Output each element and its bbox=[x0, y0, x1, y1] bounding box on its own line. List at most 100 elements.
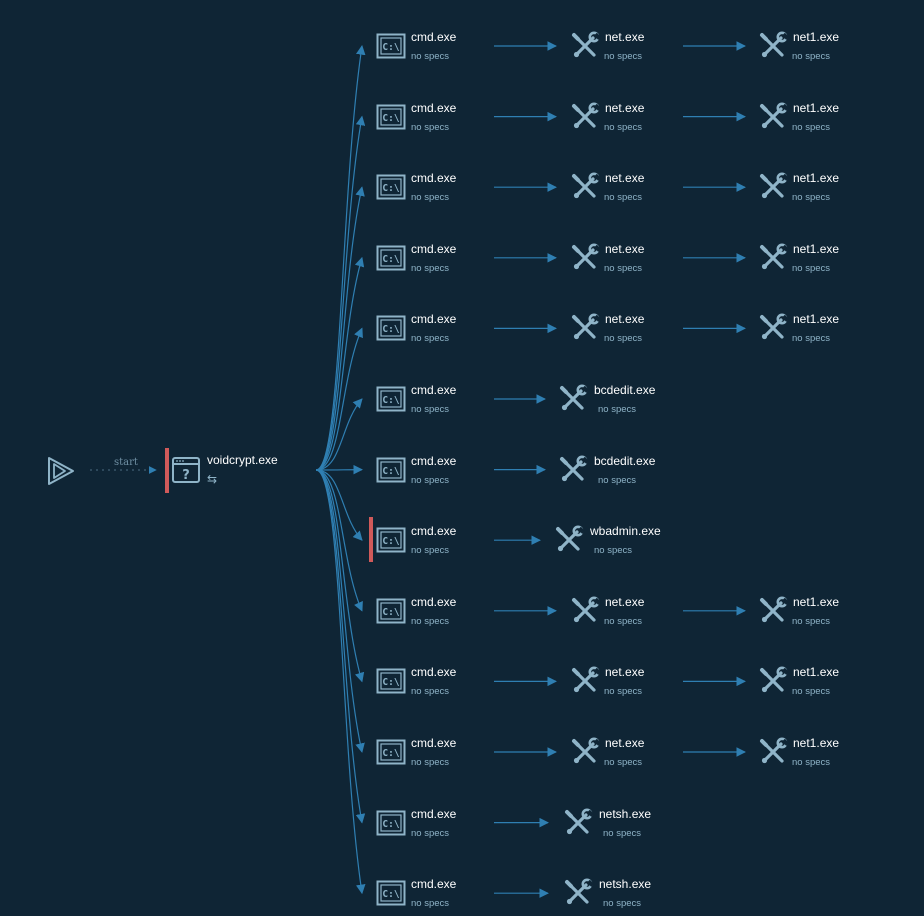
process-specs: no specs bbox=[411, 757, 450, 768]
process-name: cmd.exe bbox=[411, 877, 457, 892]
process-specs: no specs bbox=[411, 192, 450, 204]
process-specs: no specs bbox=[411, 51, 450, 62]
cmd-icon: C:\ bbox=[376, 739, 406, 765]
process-specs: no specs bbox=[792, 262, 831, 274]
process-name: cmd.exe bbox=[411, 665, 457, 680]
process-specs: no specs bbox=[604, 333, 643, 345]
process-name: net1.exe bbox=[793, 100, 840, 115]
process-name: cmd.exe bbox=[411, 171, 457, 186]
spawn-edge bbox=[315, 469, 365, 753]
process-specs: no specs bbox=[411, 474, 450, 486]
process-name: cmd.exe bbox=[411, 594, 457, 609]
cmd-icon: C:\ bbox=[376, 386, 406, 412]
process-specs: no specs bbox=[792, 51, 831, 62]
process-name: cmd.exe bbox=[411, 383, 457, 397]
process-name: bcdedit.exe bbox=[594, 453, 656, 468]
svg-text:C:\: C:\ bbox=[382, 748, 399, 759]
spawn-edge bbox=[315, 469, 363, 541]
tools-icon bbox=[758, 102, 788, 132]
process-specs: no specs bbox=[792, 686, 831, 698]
cmd-icon: C:\ bbox=[376, 598, 406, 624]
alert-flag bbox=[369, 517, 373, 563]
process-name: net1.exe bbox=[793, 171, 840, 186]
spawn-edge bbox=[315, 115, 366, 471]
process-specs: no specs bbox=[411, 898, 450, 910]
unknown-window-icon: ? bbox=[171, 456, 201, 484]
svg-text:C:\: C:\ bbox=[382, 183, 399, 194]
process-name: net.exe bbox=[605, 100, 645, 115]
tools-icon bbox=[758, 31, 788, 61]
alert-flag bbox=[165, 448, 169, 493]
tools-icon bbox=[758, 666, 788, 696]
tools-icon bbox=[570, 596, 600, 626]
process-name: net.exe bbox=[605, 30, 645, 44]
svg-text:C:\: C:\ bbox=[382, 889, 399, 900]
process-name: voidcrypt.exe bbox=[207, 453, 278, 467]
svg-text:C:\: C:\ bbox=[382, 254, 399, 265]
spawn-edge bbox=[315, 469, 363, 612]
process-name: wbadmin.exe bbox=[590, 524, 661, 539]
tools-icon bbox=[570, 102, 600, 132]
cmd-icon: C:\ bbox=[376, 315, 406, 341]
tools-icon bbox=[758, 243, 788, 273]
cmd-icon: C:\ bbox=[376, 668, 406, 694]
process-name: netsh.exe bbox=[599, 877, 652, 892]
tools-icon bbox=[558, 384, 588, 414]
svg-text:C:\: C:\ bbox=[382, 677, 399, 688]
process-name: net.exe bbox=[605, 665, 645, 680]
swap-icon: ⇆ bbox=[207, 472, 218, 486]
svg-text:C:\: C:\ bbox=[382, 113, 399, 124]
process-name: cmd.exe bbox=[411, 806, 457, 821]
process-specs: no specs bbox=[604, 192, 643, 204]
process-name: net1.exe bbox=[793, 241, 840, 256]
process-name: cmd.exe bbox=[411, 100, 457, 115]
process-specs: no specs bbox=[411, 121, 450, 133]
tools-icon bbox=[758, 172, 788, 202]
process-specs: no specs bbox=[604, 262, 643, 274]
play-icon bbox=[48, 457, 74, 485]
process-name: net.exe bbox=[605, 594, 645, 609]
process-specs: no specs bbox=[411, 404, 450, 415]
process-specs: no specs bbox=[604, 615, 643, 627]
process-name: cmd.exe bbox=[411, 312, 457, 327]
start-node[interactable] bbox=[44, 455, 76, 487]
process-name: net1.exe bbox=[793, 594, 840, 609]
svg-text:C:\: C:\ bbox=[382, 536, 399, 547]
process-specs: no specs bbox=[411, 262, 450, 274]
tools-icon bbox=[570, 31, 600, 61]
process-name: cmd.exe bbox=[411, 524, 457, 539]
svg-text:C:\: C:\ bbox=[382, 466, 399, 477]
process-name: net.exe bbox=[605, 312, 645, 327]
svg-text:?: ? bbox=[182, 468, 190, 483]
tools-icon bbox=[558, 455, 588, 485]
process-name: cmd.exe bbox=[411, 453, 457, 468]
spawn-edge bbox=[315, 256, 365, 471]
process-specs: no specs bbox=[792, 192, 831, 204]
process-specs: no specs bbox=[603, 827, 642, 839]
spawn-edge bbox=[315, 469, 366, 895]
spawn-edge bbox=[315, 327, 363, 471]
process-name: net1.exe bbox=[793, 736, 840, 750]
svg-text:C:\: C:\ bbox=[382, 395, 399, 406]
tools-icon bbox=[570, 172, 600, 202]
tools-icon bbox=[758, 737, 788, 767]
root-process-node[interactable]: ? voidcrypt.exe ⇆ bbox=[164, 448, 284, 494]
process-name: net.exe bbox=[605, 736, 645, 750]
tools-icon bbox=[563, 808, 593, 838]
cmd-icon: C:\ bbox=[376, 457, 406, 483]
process-specs: no specs bbox=[411, 545, 450, 557]
process-specs: no specs bbox=[411, 615, 450, 627]
process-name: bcdedit.exe bbox=[594, 383, 656, 397]
start-label: start bbox=[114, 457, 138, 468]
process-specs: no specs bbox=[598, 404, 637, 415]
spawn-edge bbox=[315, 469, 366, 824]
process-name: net1.exe bbox=[793, 312, 840, 327]
spawn-edge bbox=[315, 45, 366, 471]
tools-icon bbox=[570, 737, 600, 767]
cmd-icon: C:\ bbox=[376, 527, 406, 553]
process-specs: no specs bbox=[792, 121, 831, 133]
process-specs: no specs bbox=[603, 898, 642, 910]
process-name: netsh.exe bbox=[599, 806, 652, 821]
process-specs: no specs bbox=[411, 333, 450, 345]
